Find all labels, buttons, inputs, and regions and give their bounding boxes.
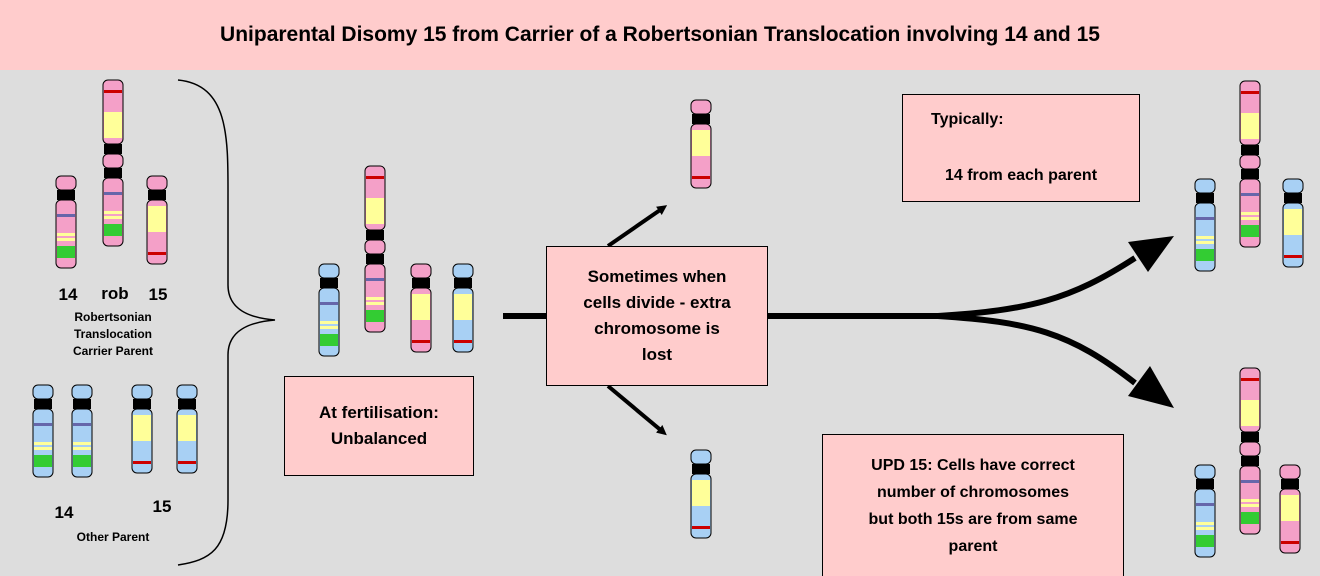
upd-chromosome-14 — [1194, 464, 1216, 558]
upd-box: UPD 15: Cells have correct number of chr… — [822, 434, 1124, 576]
typical-heading: Typically: — [931, 111, 1004, 128]
carrier-label-rob: rob — [101, 284, 129, 303]
upd-line-1: UPD 15: Cells have correct — [871, 456, 1075, 474]
fork-lower-branch — [937, 313, 1137, 386]
division-line-4: lost — [641, 345, 673, 364]
carrier-parent-caption: Robertsonian Translocation Carrier Paren… — [38, 309, 188, 360]
carrier-chromosome-rob — [102, 79, 124, 247]
carrier-chromosome-15 — [146, 175, 168, 265]
page-title: Uniparental Disomy 15 from Carrier of a … — [220, 23, 1100, 46]
zygote-chromosome-15-carrier — [410, 263, 432, 353]
other-label-15: 15 — [152, 497, 172, 516]
fertilisation-line-2: Unbalanced — [330, 429, 428, 448]
lost-chromosome-15-other — [690, 449, 712, 539]
other-chromosome-15b — [176, 384, 198, 474]
fertilisation-line-1: At fertilisation: — [319, 403, 439, 422]
carrier-chromosome-14 — [55, 175, 77, 269]
upd-chromosome-rob — [1239, 367, 1261, 535]
typical-chromosome-rob — [1239, 80, 1261, 248]
arrow-to-single-chromosome-top — [606, 205, 668, 248]
typical-text: 14 from each parent — [944, 167, 1098, 184]
title-bar: Uniparental Disomy 15 from Carrier of a … — [0, 0, 1320, 70]
chromosome-layer — [32, 79, 1304, 558]
fertilisation-box: At fertilisation: Unbalanced — [284, 376, 474, 476]
zygote-chromosome-15-other — [452, 263, 474, 353]
zygote-chromosome-14-other — [318, 263, 340, 357]
upd-line-3: but both 15s are from same — [868, 510, 1078, 528]
other-chromosome-14b — [71, 384, 93, 478]
division-line-1: Sometimes when — [587, 267, 727, 286]
division-line-2: cells divide - extra — [583, 293, 731, 312]
lost-chromosome-15-carrier — [690, 99, 712, 189]
carrier-caption-line-3: Carrier Parent — [72, 344, 154, 358]
connector-layer — [177, 79, 1174, 566]
division-line-3: chromosome is — [594, 319, 720, 338]
upd-chromosome-15 — [1279, 464, 1301, 554]
typical-chromosome-14 — [1194, 178, 1216, 272]
upd-line-4: parent — [948, 537, 998, 555]
zygote-chromosome-rob — [364, 165, 386, 333]
other-chromosome-14a — [32, 384, 54, 478]
arrowhead-upper — [1128, 236, 1174, 272]
upd-line-2: number of chromosomes — [876, 483, 1070, 501]
arrowhead-lower — [1128, 366, 1174, 408]
carrier-label-15: 15 — [148, 285, 168, 304]
other-label-14: 14 — [54, 503, 74, 522]
division-box: Sometimes when cells divide - extra chro… — [546, 246, 768, 386]
fork-upper-branch — [937, 255, 1137, 319]
carrier-label-14: 14 — [58, 285, 78, 304]
other-chromosome-15a — [131, 384, 153, 474]
typical-chromosome-15 — [1282, 178, 1304, 268]
arrow-to-single-chromosome-bottom — [606, 384, 667, 436]
carrier-caption-line-2: Translocation — [73, 327, 153, 341]
carrier-caption-line-1: Robertsonian — [74, 310, 152, 324]
typical-box: Typically: 14 from each parent — [902, 94, 1140, 202]
other-parent-caption: Other Parent — [76, 530, 150, 544]
parent-brace — [177, 79, 276, 566]
